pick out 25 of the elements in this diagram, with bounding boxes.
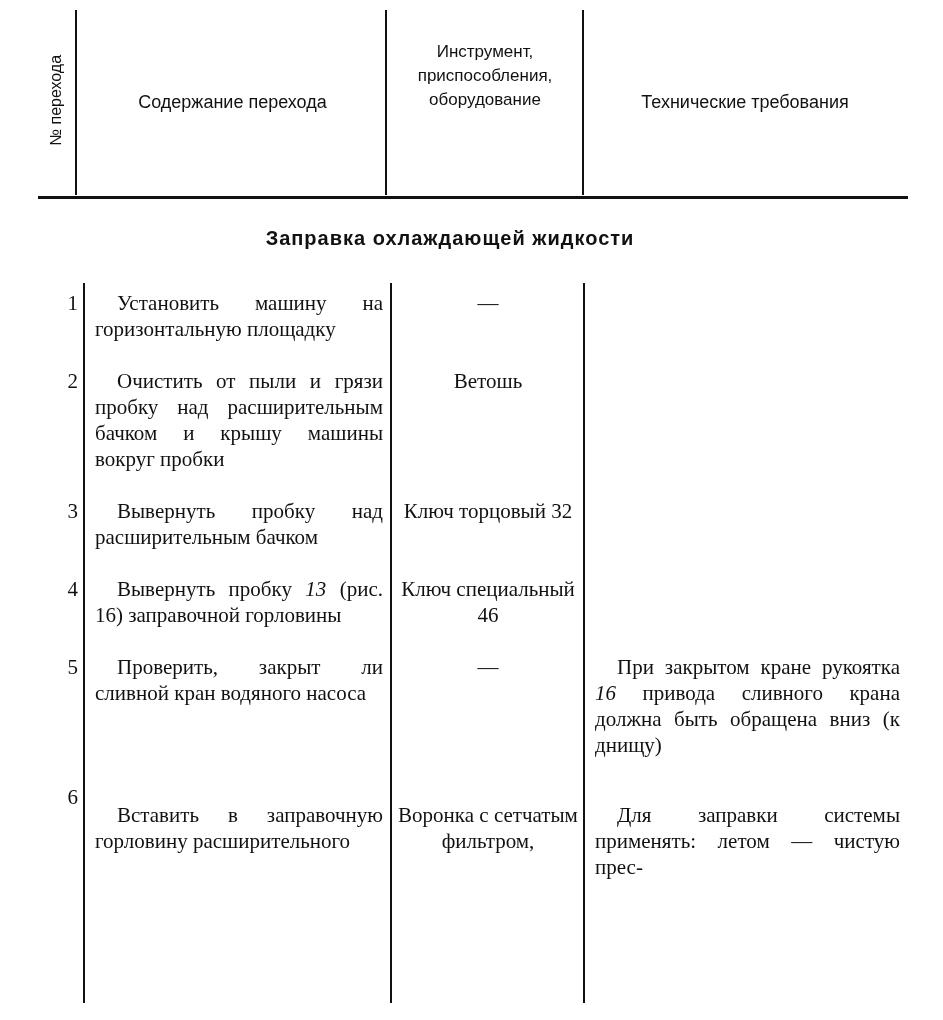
step-number: 2	[66, 368, 78, 394]
section-heading: Заправка охлаждающей жидкости	[264, 228, 636, 249]
step-number: 6	[66, 784, 78, 810]
step-text: Установить машину на горизонтальную площадку	[95, 290, 383, 342]
tool-text: —	[476, 290, 500, 316]
column-header: № перехода	[45, 53, 65, 149]
tool-text: Ключ специальный 46	[400, 576, 576, 628]
step-text: Вставить в заправочную горловину расширительного	[95, 802, 383, 854]
step-number: 4	[66, 576, 78, 602]
requirement-text: При закрытом кране рукоятка 16 привода сливного крана должна быть обращена вниз (к днищу)	[595, 654, 900, 758]
step-number: 1	[66, 290, 78, 316]
step-number: 3	[66, 498, 78, 524]
tool-text: —	[476, 654, 500, 680]
step-number: 5	[66, 654, 78, 680]
step-text: Вывернуть пробку 13 (рис. 16) заправочной горловины	[95, 576, 383, 628]
step-text: Вывернуть пробку над расширительным бачком	[95, 498, 383, 550]
requirement-text: Для заправки системы применять: летом — чистую прес-	[595, 802, 900, 880]
column-header: Содержание перехода	[137, 92, 328, 113]
tool-text: Ветошь	[452, 368, 524, 394]
step-text: Очистить от пыли и грязи пробку над расширительным бачком и крышу машины вокруг пробки	[95, 368, 383, 472]
column-header: Технические требования	[640, 92, 850, 113]
step-text: Проверить, закрыт ли сливной кран водяного насоса	[95, 654, 383, 706]
column-header: Инструмент, приспособления, оборудование	[416, 41, 554, 111]
tool-text: Воронка с сетчатым фильтром,	[398, 802, 578, 854]
tool-text: Ключ торцовый 32	[402, 498, 574, 524]
